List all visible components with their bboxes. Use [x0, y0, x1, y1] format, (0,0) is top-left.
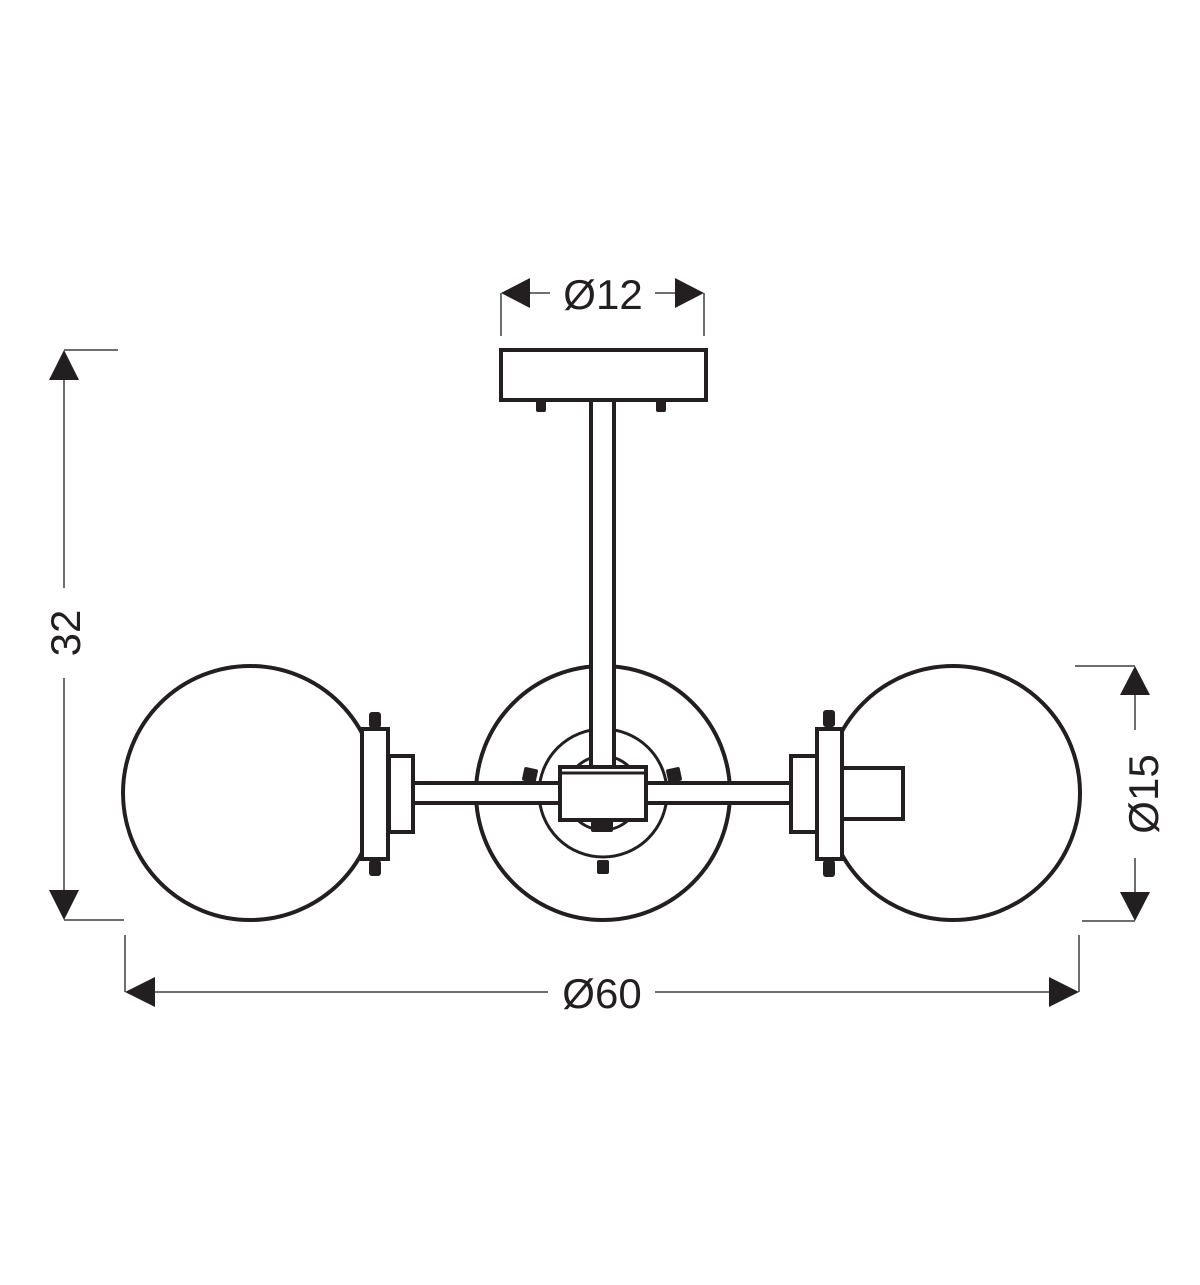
right-socket-cap: [789, 754, 819, 834]
right-arm: [642, 781, 794, 805]
holder-screw-icon: [823, 860, 835, 877]
total-diameter-dimension: Ø60: [124, 935, 1080, 1017]
height-label: 32: [42, 610, 89, 657]
arrow-up-icon: [49, 350, 79, 380]
canopy-screw-icon: [656, 400, 666, 412]
right-globe-holder: [815, 727, 844, 861]
height-dimension: 32: [42, 349, 124, 921]
arrow-down-icon: [49, 890, 79, 920]
left-globe: [121, 664, 379, 922]
arrow-right-icon: [675, 278, 704, 308]
total-diameter-label: Ø60: [562, 970, 641, 1017]
holder-screw-icon: [369, 860, 381, 876]
hub-screw-icon: [522, 767, 538, 783]
arrow-left-icon: [501, 278, 530, 308]
globe-diameter-dimension: Ø15: [1075, 665, 1167, 922]
holder-screw-icon: [823, 710, 835, 727]
lamp-body: [121, 348, 1082, 922]
arrow-left-icon: [125, 977, 155, 1007]
hub-screw-icon: [666, 767, 682, 783]
canopy-screw-icon: [536, 400, 546, 412]
left-socket-cap: [387, 754, 415, 834]
left-arm: [410, 781, 564, 805]
arrow-down-icon: [1120, 892, 1150, 921]
left-globe-holder: [360, 727, 390, 861]
right-lamp-socket: [840, 766, 905, 821]
hub-screw-icon: [597, 860, 609, 874]
arrow-right-icon: [1049, 977, 1079, 1007]
center-hub: [558, 765, 648, 822]
arrow-up-icon: [1120, 666, 1150, 695]
holder-screw-icon: [369, 712, 381, 728]
canopy-diameter-label: Ø12: [563, 271, 642, 318]
canopy-diameter-dimension: Ø12: [500, 271, 705, 336]
down-rod: [589, 396, 616, 770]
globe-diameter-label: Ø15: [1120, 754, 1167, 833]
ceiling-canopy: [499, 348, 708, 402]
